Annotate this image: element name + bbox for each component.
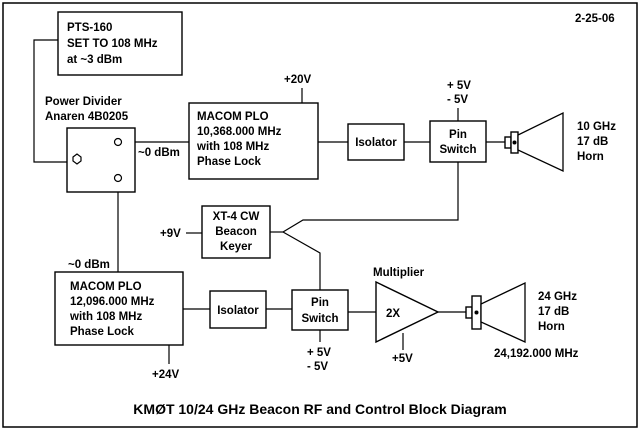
multiplier-label: 2X bbox=[386, 308, 400, 320]
pts160-line-2: SET TO 108 MHz bbox=[67, 38, 158, 50]
multiplier-block: Multiplier 2X +5V bbox=[373, 267, 440, 365]
horn24-line-1: 24 GHz bbox=[538, 291, 577, 303]
wire-keyer-pinswitch-top bbox=[282, 162, 459, 233]
keyer-line-2: Beacon bbox=[215, 226, 257, 238]
horn24-cone bbox=[480, 281, 526, 344]
horn10-probe bbox=[512, 140, 517, 145]
multiplier-caption: Multiplier bbox=[373, 267, 425, 279]
pts160-box bbox=[57, 11, 183, 76]
horn10-block: 10 GHz 17 dB Horn bbox=[504, 111, 616, 173]
isolator-top-box bbox=[347, 123, 405, 161]
plo24-line-1: MACOM PLO bbox=[70, 281, 142, 293]
divider-output2-connector bbox=[113, 173, 123, 183]
wires bbox=[33, 39, 505, 364]
power-divider-block: Power Divider Anaren 4B0205 bbox=[45, 96, 136, 193]
pin-switch-bottom-line-2: Switch bbox=[301, 313, 338, 325]
horn10-line-1: 10 GHz bbox=[577, 121, 616, 133]
plo10-line-2: 10,368.000 MHz bbox=[197, 126, 282, 138]
pin-switch-bottom-line-1: Pin bbox=[311, 297, 329, 309]
pts160-block: PTS-160 SET TO 108 MHz at ~3 dBm bbox=[57, 11, 183, 76]
pin-switch-top-box bbox=[429, 120, 487, 163]
plo24-line-2: 12,096.000 MHz bbox=[70, 296, 155, 308]
divider-input-connector bbox=[72, 153, 82, 165]
isolator-top-label: Isolator bbox=[355, 137, 397, 149]
isolator-top-block: Isolator bbox=[347, 123, 405, 161]
keyer-box bbox=[201, 205, 271, 259]
diagram-title: KMØT 10/24 GHz Beacon RF and Control Blo… bbox=[133, 401, 506, 417]
horn10-line-2: 17 dB bbox=[577, 136, 608, 148]
divider-line-2: Anaren 4B0205 bbox=[45, 111, 129, 123]
divider-output1-connector bbox=[113, 137, 123, 147]
horn10-flange bbox=[504, 136, 512, 149]
wire-pts-divider bbox=[33, 39, 67, 163]
plo10-input-level: ~0 dBm bbox=[138, 147, 180, 159]
isolator-bottom-label: Isolator bbox=[217, 305, 259, 317]
pin-switch-top-line-1: Pin bbox=[449, 129, 467, 141]
pin-switch-bottom-block: Pin Switch + 5V - 5V bbox=[291, 289, 349, 373]
plo10-box bbox=[188, 102, 319, 180]
plo24-line-3: with 108 MHz bbox=[69, 311, 142, 323]
keyer-block: +9V XT-4 CW Beacon Keyer bbox=[160, 205, 271, 259]
plo24-input-level: ~0 dBm bbox=[68, 259, 110, 271]
plo10-supply: +20V bbox=[284, 74, 312, 86]
pin-switch-bottom-supply-pos: + 5V bbox=[307, 347, 331, 359]
pin-switch-top-block: + 5V - 5V Pin Switch bbox=[429, 80, 487, 163]
keyer-supply: +9V bbox=[160, 228, 181, 240]
keyer-line-3: Keyer bbox=[220, 241, 252, 253]
plo10-block: +20V MACOM PLO 10,368.000 MHz with 108 M… bbox=[188, 74, 319, 180]
horn24-line-3: Horn bbox=[538, 321, 565, 333]
horn24-flange bbox=[465, 306, 473, 319]
plo24-block: MACOM PLO 12,096.000 MHz with 108 MHz Ph… bbox=[54, 271, 184, 381]
plo10-line-1: MACOM PLO bbox=[197, 111, 269, 123]
wire-keyer-pinswitch-bottom bbox=[282, 231, 321, 290]
pin-switch-top-line-2: Switch bbox=[439, 144, 476, 156]
horn10-line-3: Horn bbox=[577, 151, 604, 163]
plo10-line-4: Phase Lock bbox=[197, 156, 262, 168]
horn10-cone bbox=[517, 111, 564, 173]
pin-switch-bottom-supply-neg: - 5V bbox=[307, 361, 328, 373]
pts160-line-1: PTS-160 bbox=[67, 22, 112, 34]
horn24-probe bbox=[474, 310, 479, 315]
plo10-line-3: with 108 MHz bbox=[196, 141, 269, 153]
pin-switch-bottom-box bbox=[291, 289, 349, 331]
pts160-line-3: at ~3 dBm bbox=[67, 54, 122, 66]
plo24-supply: +24V bbox=[152, 369, 180, 381]
multiplier-triangle bbox=[375, 280, 440, 344]
plo24-box bbox=[54, 271, 184, 346]
horn24-output-freq: 24,192.000 MHz bbox=[494, 348, 579, 360]
plo24-line-4: Phase Lock bbox=[70, 326, 135, 338]
divider-line-1: Power Divider bbox=[45, 96, 122, 108]
pin-switch-top-supply-pos: + 5V bbox=[447, 80, 471, 92]
multiplier-supply: +5V bbox=[392, 353, 413, 365]
keyer-line-1: XT-4 CW bbox=[213, 211, 260, 223]
isolator-bottom-box bbox=[209, 290, 267, 329]
pin-switch-top-supply-neg: - 5V bbox=[447, 94, 468, 106]
horn24-block: 24 GHz 17 dB Horn 24,192.000 MHz bbox=[465, 281, 579, 360]
horn24-line-2: 17 dB bbox=[538, 306, 569, 318]
date-label: 2-25-06 bbox=[575, 13, 615, 25]
isolator-bottom-block: Isolator bbox=[209, 290, 267, 329]
